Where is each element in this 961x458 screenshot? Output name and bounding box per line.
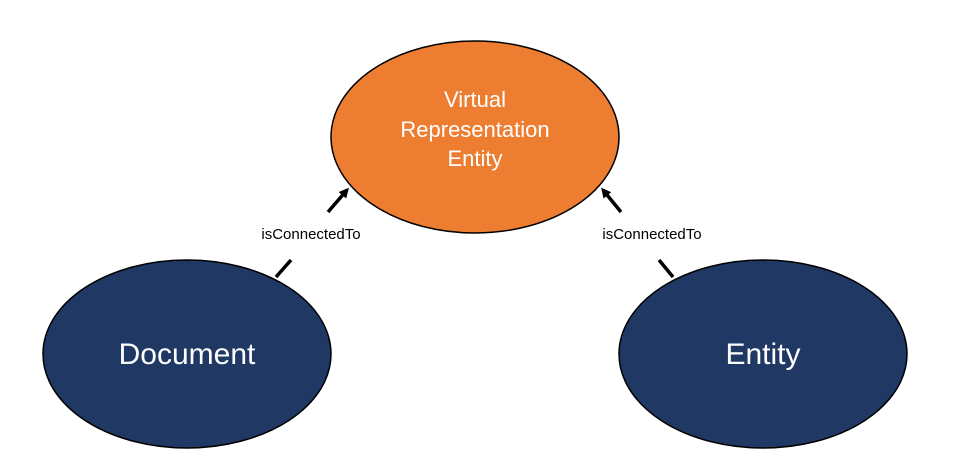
node-vre-label-line-3: Entity [447,146,502,171]
node-entity-shape [618,259,908,449]
node-vre-label-line-2: Representation [400,117,549,142]
edge-document-upper-arrow [326,187,349,214]
node-vre-shape [330,40,620,234]
edge-label-entity: isConnectedTo [602,226,701,243]
edge-label-document: isConnectedTo [261,226,360,243]
edge-entity-upper-arrow [601,187,623,214]
node-entity[interactable]: Entity [618,259,908,449]
node-entity-label: Entity [725,338,800,371]
edge-entity-lower-segment [657,258,675,279]
node-document[interactable]: Document [42,259,332,449]
edge-entity-to-vre: isConnectedTo [601,187,702,279]
node-vre-label-line-1: Virtual [444,87,506,112]
node-document-shape [42,259,332,449]
node-virtual-representation-entity[interactable]: Virtual Representation Entity [330,40,620,234]
node-document-label: Document [119,338,256,371]
edge-document-lower-segment [274,258,293,279]
edge-document-to-vre: isConnectedTo [261,187,361,279]
